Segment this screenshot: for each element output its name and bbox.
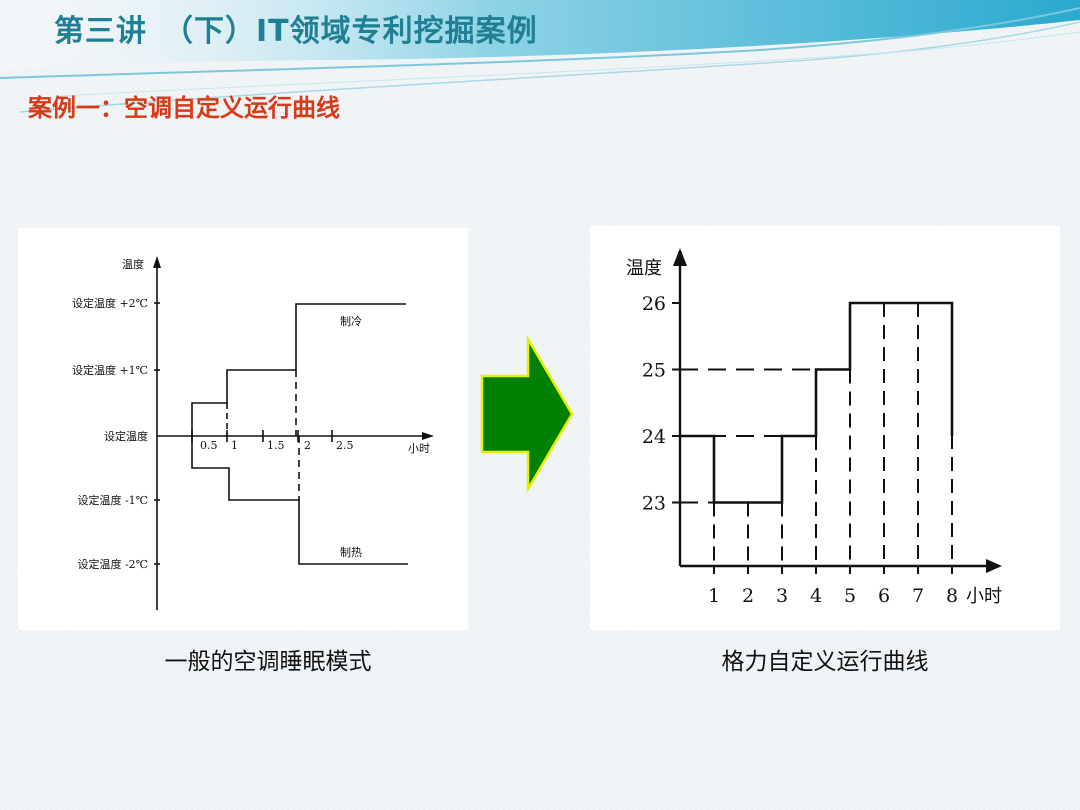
heating-curve: [191, 436, 408, 565]
left-x-tick-1: 1: [231, 439, 238, 452]
slide-subtitle: 案例一：空调自定义运行曲线: [28, 94, 340, 122]
y-tick-label-25: 25: [642, 360, 666, 382]
x-tick-label-7: 7: [912, 585, 924, 607]
left-x-tick-1.5: 1.5: [267, 439, 285, 452]
x-tick-label-2: 2: [742, 585, 754, 607]
right-x-axis-label: 小时: [966, 586, 1002, 607]
left-x-axis-label: 小时: [408, 442, 430, 455]
x-tick-label-3: 3: [776, 585, 788, 607]
left-x-tick-2: 2: [304, 439, 311, 452]
right-caption: 格力自定义运行曲线: [721, 649, 929, 675]
y-tick-label-26: 26: [642, 293, 666, 315]
x-tick-label-1: 1: [708, 585, 720, 607]
x-tick-label-8: 8: [946, 585, 958, 607]
sleep-mode-diagram: 温度 设定温度 +2℃ 设定温度 +1℃ 设定温度 设定温度 -1℃ 设定温度 …: [72, 256, 434, 610]
left-y-label-minus1: 设定温度 -1℃: [77, 493, 148, 507]
y-tick-label-23: 23: [642, 493, 666, 515]
sleep-mode-diagram-panel: 温度 设定温度 +2℃ 设定温度 +1℃ 设定温度 设定温度 -1℃ 设定温度 …: [18, 228, 468, 630]
x-tick-label-5: 5: [844, 585, 856, 607]
x-tick-label-4: 4: [810, 585, 822, 607]
header-banner: [0, 0, 1080, 113]
left-y-axis-label: 温度: [122, 257, 144, 271]
custom-curve-line: [680, 301, 954, 504]
left-y-label-plus1: 设定温度 +1℃: [72, 363, 148, 377]
cooling-label: 制冷: [340, 315, 362, 328]
left-y-label-set: 设定温度: [104, 429, 148, 443]
right-y-axis-label: 温度: [626, 258, 662, 279]
left-caption: 一般的空调睡眠模式: [164, 649, 372, 675]
heating-label: 制热: [340, 546, 362, 559]
x-tick-label-6: 6: [878, 585, 890, 607]
y-tick-label-24: 24: [642, 426, 666, 448]
left-x-tick-0.5: 0.5: [200, 439, 218, 452]
left-y-label-plus2: 设定温度 +2℃: [72, 296, 148, 310]
cooling-curve: [191, 303, 406, 436]
left-y-label-minus2: 设定温度 -2℃: [77, 557, 148, 571]
left-x-tick-2.5: 2.5: [336, 439, 354, 452]
slide-title: 第三讲 （下）IT领域专利挖掘案例: [54, 14, 538, 49]
right-arrow-icon: [480, 336, 574, 494]
